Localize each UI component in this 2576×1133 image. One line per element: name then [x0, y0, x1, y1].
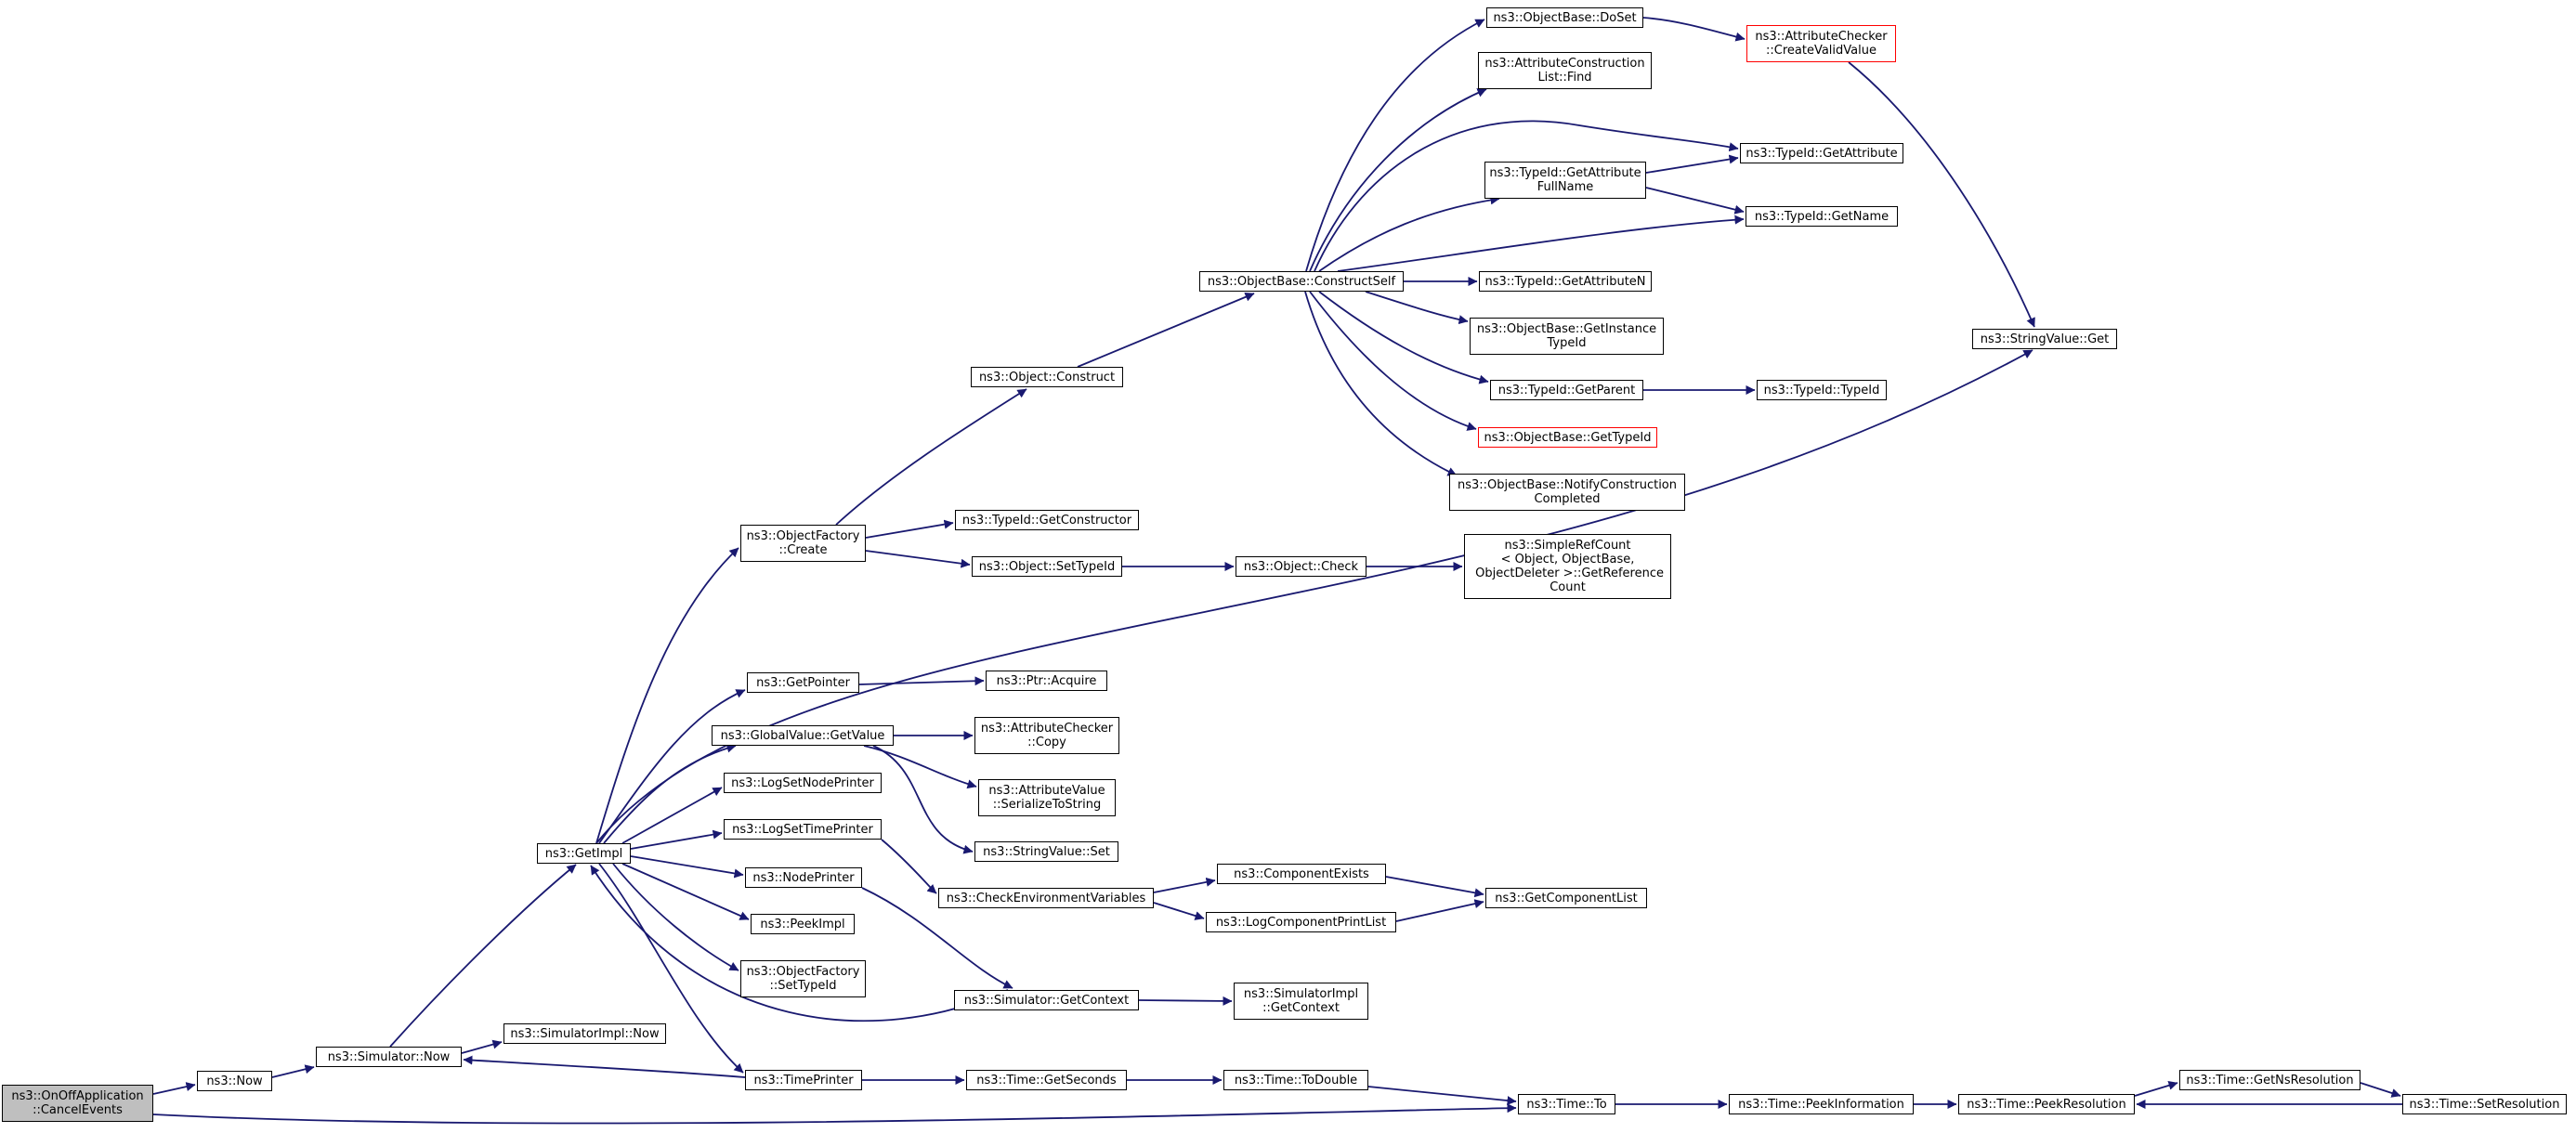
node-object-construct[interactable]: ns3::Object::Construct: [971, 367, 1123, 387]
edge-tgetattrfullname-to-tgetattribute: [1645, 154, 1739, 174]
edge-obdoset-to-accreatevalid: [1642, 17, 1746, 42]
edge-checkenv-to-compexists: [1153, 877, 1216, 893]
node-time-setresolution[interactable]: ns3::Time::SetResolution: [2402, 1094, 2567, 1114]
node-typeid-typeid[interactable]: ns3::TypeId::TypeId: [1757, 380, 1887, 400]
node-globalvalue-getvalue[interactable]: ns3::GlobalValue::GetValue: [712, 725, 894, 746]
node-typeid-getattributen[interactable]: ns3::TypeId::GetAttributeN: [1479, 271, 1652, 292]
node-now[interactable]: ns3::Now: [197, 1071, 272, 1091]
node-objectbase-notifyconstructioncompleted[interactable]: ns3::ObjectBase::NotifyConstruction Comp…: [1449, 474, 1685, 511]
node-simplerefcount-getreferencecount[interactable]: ns3::SimpleRefCount < Object, ObjectBase…: [1464, 534, 1671, 599]
node-objectfactory-settypeid[interactable]: ns3::ObjectFactory ::SetTypeId: [740, 960, 866, 997]
edge-getimpl-to-gvgetvalue: [603, 743, 737, 844]
edge-oncancel-to-timeto: [152, 1103, 1517, 1125]
edge-getimpl-to-peekimpl: [621, 863, 750, 920]
node-typeid-getattribute[interactable]: ns3::TypeId::GetAttribute: [1740, 143, 1903, 163]
edge-obconstructself-to-obdoset: [1305, 19, 1485, 272]
node-simulator-getcontext[interactable]: ns3::Simulator::GetContext: [954, 990, 1139, 1010]
node-object-settypeid[interactable]: ns3::Object::SetTypeId: [972, 556, 1122, 577]
edge-ofcreate-to-objconstruct: [835, 388, 1027, 526]
node-logcomponentprintlist[interactable]: ns3::LogComponentPrintList: [1206, 912, 1396, 932]
call-edges: [152, 17, 2402, 1125]
edge-obconstructself-to-tgetparent: [1318, 291, 1489, 384]
edge-getimpl-to-getpointer: [598, 689, 746, 844]
edge-getpointer-to-ptracquire: [858, 676, 985, 686]
edge-obconstructself-to-tgetattrfullname: [1318, 195, 1500, 272]
node-peekimpl[interactable]: ns3::PeekImpl: [751, 914, 855, 934]
node-onoffapplication-cancelevents: ns3::OnOffApplication ::CancelEvents: [2, 1085, 153, 1122]
node-objectbase-gettypeid[interactable]: ns3::ObjectBase::GetTypeId: [1478, 427, 1657, 448]
node-time-todouble[interactable]: ns3::Time::ToDouble: [1223, 1070, 1368, 1090]
edge-simnow-to-getimpl: [389, 864, 577, 1048]
edge-oncancel-to-now: [152, 1082, 196, 1095]
edge-obconstructself-to-obgetinstance: [1365, 291, 1469, 325]
node-typeid-getattributefullname[interactable]: ns3::TypeId::GetAttribute FullName: [1484, 162, 1646, 199]
edge-objconstruct-to-obconstructself: [1077, 293, 1255, 368]
node-time-peekinformation[interactable]: ns3::Time::PeekInformation: [1729, 1094, 1914, 1114]
edge-ofcreate-to-gettypeconstructor: [865, 519, 954, 539]
node-objectfactory-create[interactable]: ns3::ObjectFactory ::Create: [740, 525, 866, 562]
edge-obconstructself-to-obgettypeid: [1309, 291, 1477, 431]
edge-obconstructself-to-tgetname: [1337, 215, 1745, 272]
node-stringvalue-get[interactable]: ns3::StringValue::Get: [1972, 329, 2117, 349]
node-attributevalue-serializetostring[interactable]: ns3::AttributeValue ::SerializeToString: [978, 779, 1116, 816]
node-objectbase-getinstancetypeid[interactable]: ns3::ObjectBase::GetInstance TypeId: [1470, 318, 1664, 355]
edge-getnsres-to-setres: [2360, 1082, 2401, 1098]
edge-obconstructself-to-obnotify: [1304, 291, 1458, 476]
node-typeid-getparent[interactable]: ns3::TypeId::GetParent: [1490, 380, 1643, 400]
edge-accreatevalid-to-svget: [1848, 61, 2035, 328]
edge-obconstructself-to-acfind: [1309, 88, 1487, 272]
edge-gvgetvalue-to-avserialize: [863, 745, 977, 789]
edge-getimpl-to-svget: [595, 349, 2033, 844]
node-objectbase-constructself[interactable]: ns3::ObjectBase::ConstructSelf: [1199, 271, 1404, 292]
node-getimpl[interactable]: ns3::GetImpl: [537, 843, 631, 864]
node-typeid-getconstructor[interactable]: ns3::TypeId::GetConstructor: [955, 510, 1139, 530]
node-logsettimeprinter[interactable]: ns3::LogSetTimePrinter: [724, 819, 882, 840]
node-time-peekresolution[interactable]: ns3::Time::PeekResolution: [1958, 1094, 2135, 1114]
node-getpointer[interactable]: ns3::GetPointer: [747, 672, 859, 693]
edge-getimpl-to-logsettime: [630, 829, 723, 850]
edge-now-to-simnow: [271, 1064, 315, 1078]
edge-getimpl-to-logsetnode: [621, 787, 723, 844]
node-simulator-now[interactable]: ns3::Simulator::Now: [316, 1047, 462, 1067]
edge-checkenv-to-logcompprint: [1153, 902, 1205, 920]
edge-getimpl-to-nodeprinter: [630, 855, 744, 879]
edge-timeprinter-to-simnow: [463, 1055, 746, 1078]
node-stringvalue-set[interactable]: ns3::StringValue::Set: [974, 841, 1118, 862]
node-typeid-getname[interactable]: ns3::TypeId::GetName: [1746, 206, 1898, 227]
node-objectbase-doset[interactable]: ns3::ObjectBase::DoSet: [1486, 7, 1643, 28]
edge-getimpl-to-ofsettypeid: [612, 863, 739, 971]
node-componentexists[interactable]: ns3::ComponentExists: [1217, 864, 1386, 884]
node-timeprinter[interactable]: ns3::TimePrinter: [745, 1070, 862, 1090]
edge-nodeprinter-to-simgetcontext: [861, 887, 1013, 989]
node-attributeconstructionlist-find[interactable]: ns3::AttributeConstruction List::Find: [1478, 52, 1652, 89]
edge-gvgetvalue-to-svset: [872, 745, 974, 854]
edge-tgetattrfullname-to-tgetname: [1645, 187, 1745, 215]
edge-simgetcontext-to-simimplgetcontext: [1138, 996, 1233, 1006]
edge-logsettime-to-checkenv: [881, 839, 937, 894]
node-attributechecker-copy[interactable]: ns3::AttributeChecker ::Copy: [974, 717, 1119, 754]
node-getcomponentlist[interactable]: ns3::GetComponentList: [1485, 888, 1647, 908]
node-simulatorimpl-getcontext[interactable]: ns3::SimulatorImpl ::GetContext: [1234, 983, 1368, 1020]
node-nodeprinter[interactable]: ns3::NodePrinter: [745, 867, 862, 888]
edge-obconstructself-to-tgetattribute: [1314, 120, 1739, 272]
node-simulatorimpl-now[interactable]: ns3::SimulatorImpl::Now: [503, 1023, 666, 1044]
edge-simnow-to-simimplnow: [461, 1039, 503, 1054]
edge-ofcreate-to-objsettypeid: [865, 550, 971, 568]
node-logsetnodeprinter[interactable]: ns3::LogSetNodePrinter: [724, 773, 882, 793]
node-time-to[interactable]: ns3::Time::To: [1518, 1094, 1615, 1114]
node-checkenvironmentvariables[interactable]: ns3::CheckEnvironmentVariables: [938, 888, 1154, 908]
node-time-getseconds[interactable]: ns3::Time::GetSeconds: [966, 1070, 1127, 1090]
node-object-check[interactable]: ns3::Object::Check: [1236, 556, 1366, 577]
node-attributechecker-createvalidvalue[interactable]: ns3::AttributeChecker ::CreateValidValue: [1746, 25, 1896, 62]
edge-logcompprint-to-getcomplist: [1395, 899, 1484, 922]
edge-compexists-to-getcomplist: [1385, 876, 1484, 898]
edge-getimpl-to-ofcreate: [595, 547, 739, 844]
edge-getimpl-to-timeprinter: [598, 863, 744, 1074]
node-time-getnsresolution[interactable]: ns3::Time::GetNsResolution: [2179, 1070, 2360, 1090]
edge-peekres-to-getnsres: [2134, 1080, 2178, 1097]
edge-timetodouble-to-timeto: [1367, 1086, 1517, 1106]
edge-simgetcontext-to-getimpl: [590, 865, 1009, 1022]
node-ptr-acquire[interactable]: ns3::Ptr::Acquire: [986, 671, 1107, 691]
